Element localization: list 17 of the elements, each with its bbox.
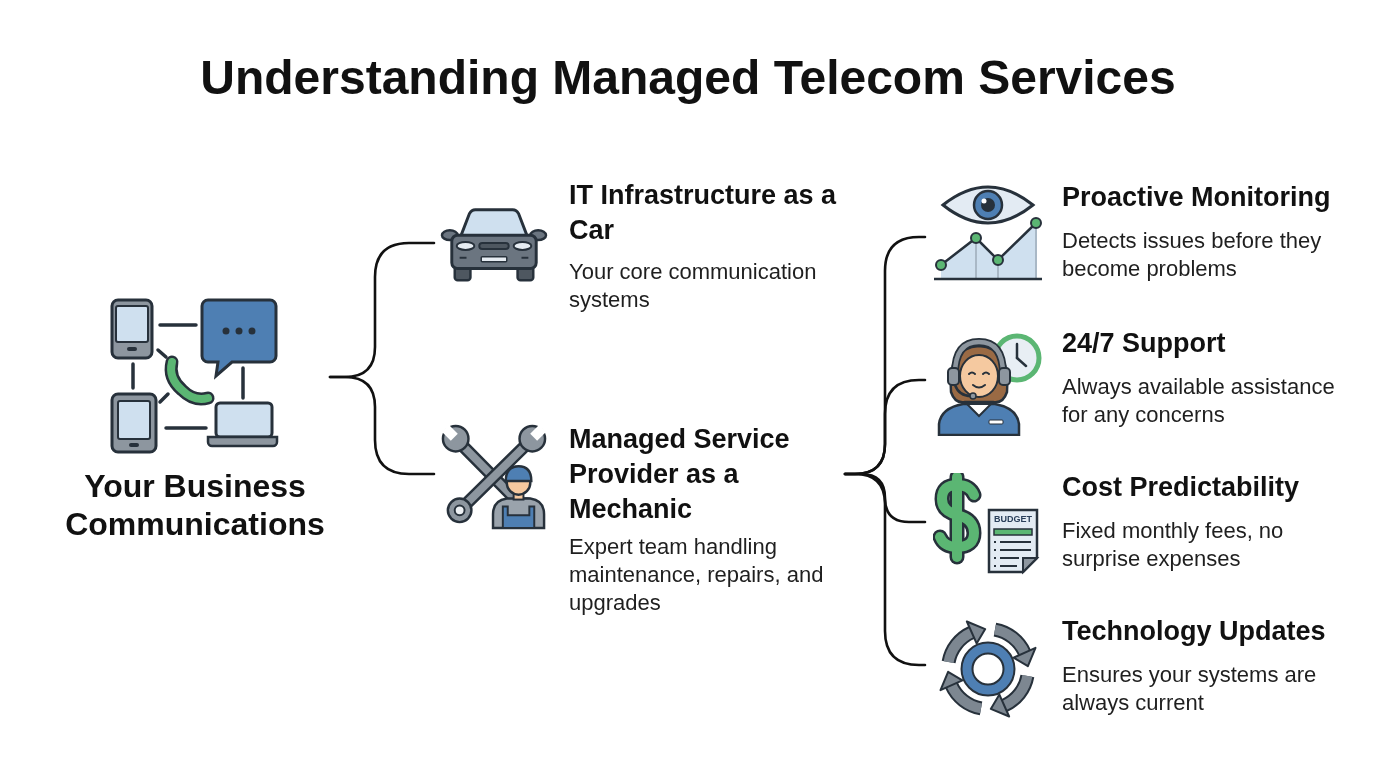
item-heading: Cost Predictability xyxy=(1062,471,1301,503)
diagram-title: Understanding Managed Telecom Services xyxy=(200,50,1176,106)
curved-connector xyxy=(843,472,927,667)
item-description: Detects issues before they become problems xyxy=(1062,227,1323,283)
item-description: Ensures your systems are always current xyxy=(1062,661,1318,717)
item-heading: Proactive Monitoring xyxy=(1062,181,1332,213)
item-description: Your core communication systems xyxy=(569,258,818,314)
document-heading: BUDGET xyxy=(993,513,1033,525)
item-description: Fixed monthly fees, no surprise expenses xyxy=(1062,517,1285,573)
item-description: Always available assistance for any concerns xyxy=(1062,373,1336,429)
item-heading: Technology Updates xyxy=(1062,615,1327,647)
item-heading: Managed Service Provider as a Mechanic xyxy=(569,423,791,526)
hub-label: Your Business Communications xyxy=(64,467,326,543)
curved-connector xyxy=(328,375,436,476)
item-heading: 24/7 Support xyxy=(1062,327,1227,359)
item-description: Expert team handling maintenance, repairs, and upgrades xyxy=(569,533,825,617)
item-heading: IT Infrastructure as a Car xyxy=(569,179,838,247)
